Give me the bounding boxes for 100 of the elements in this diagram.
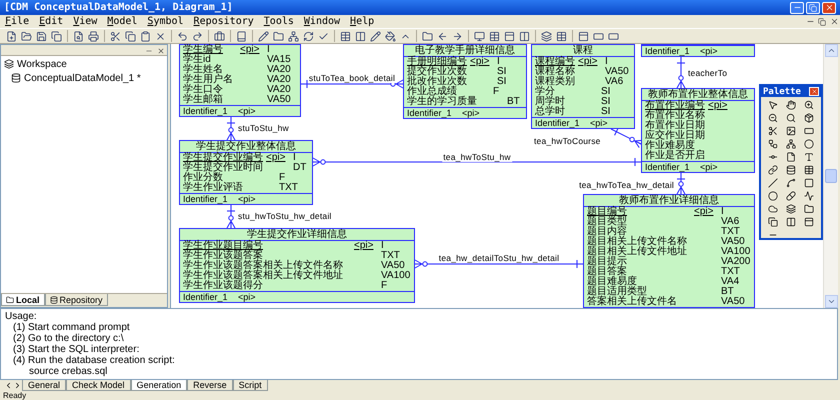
output-line: (1) Start command prompt [12,322,130,333]
attribute-name: 学生编号 [183,45,224,55]
identifier-label: Identifier_1 <pi> [180,105,300,116]
entity-box [531,44,635,129]
status-text: Ready [3,391,26,400]
attribute-name: 题目相关上传文件名称 [587,237,688,247]
primary-key-marker: <pi> [578,57,598,67]
edge-label: teacherTo [687,68,728,78]
data-type: VA20 [267,75,292,85]
identifier-label: Identifier_1 <pi> [180,193,312,204]
primary-key-marker: <pi> [240,45,260,55]
output-line: source crebas.sql [28,366,108,377]
entity-title: 电子教学手册详细信息 [404,45,526,57]
edge-label: stuToTea_book_detail [308,73,396,83]
attribute-name: 题目提示 [587,257,628,267]
attribute-name: 题目难易度 [587,277,637,287]
attribute-name: 作业是否开启 [645,151,705,161]
attribute-name: 学生作业题目编号 [183,241,264,251]
data-type: F [279,173,286,183]
attribute-name: 答案相关上传文件名 [587,297,678,307]
panel-tab: Local [1,294,45,306]
attribute-name: 应交作业日期 [645,131,705,141]
entity-title: 教师布置作业详细信息 [584,195,754,207]
attribute-name: 批改作业次数 [407,77,467,87]
data-type: BT [721,287,735,297]
attribute-name: 布置作业日期 [645,121,705,131]
data-type: VA50 [721,237,746,247]
relationship-line [414,260,584,268]
relationship-line [300,80,404,88]
data-type: VA20 [267,85,292,95]
menu-item: Edit [38,16,64,28]
menu-item: Tools [262,16,295,28]
entity-title: 课程 [532,45,634,57]
entity-box [179,140,313,205]
edge-label: stuToStu_hw [237,123,290,133]
data-type: VA200 [721,257,751,267]
attribute-name: 学生作业该题答案 [183,251,263,261]
attribute-name: 布置作业名称 [645,111,705,121]
entity-box [179,228,415,303]
attribute-name: 总学时 [535,107,566,117]
attribute-name: 课程编号 [535,57,575,67]
attribute-name: 题目相关上传文件地址 [587,247,688,257]
output-line: (4) Run the database creation script: [12,355,175,366]
identifier-label: Identifier_1 <pi> [642,45,754,56]
attribute-name: 学生作业该题答案相关上传文件地址 [183,271,344,281]
panel-tab: Repository [44,294,108,306]
entity-box [179,44,301,117]
data-type: VA4 [721,277,740,287]
relationship-line [312,158,642,166]
identifier-label: Identifier_1 <pi> [180,291,414,302]
relationship-line [610,128,644,148]
edge-label: tea_hwToCourse [533,136,602,146]
attribute-name: 学生提交作业时间 [183,163,263,173]
data-type: I [381,241,385,251]
data-type: TXT [721,267,741,277]
attribute-name: 作业分数 [183,173,223,183]
edge-label: stu_hwToStu_hw_detail [237,211,333,221]
tree-item: ConceptualDataModel_1 * [24,72,141,84]
relationship-line [226,116,236,140]
attribute-name: 题目适用类型 [587,287,647,297]
data-type: F [493,87,500,97]
attribute-name: 学生的学习质量 [407,97,477,107]
data-type: VA100 [721,247,751,257]
attribute-name: 学生姓名 [183,65,223,75]
identifier-label: Identifier_1 <pi> [404,107,526,118]
attribute-name: 学生作业该题得分 [183,281,264,291]
output-tab: General [22,380,66,391]
data-type: I [605,57,609,67]
data-type: SI [601,87,612,97]
data-type: I [267,45,271,55]
attribute-name: 题目类型 [587,217,628,227]
data-type: I [497,57,501,67]
menu-item: View [72,16,98,28]
entity-title: 学生提交作业详细信息 [180,229,414,241]
data-type: VA50 [381,261,406,271]
data-type: VA6 [605,77,624,87]
attribute-name: 学生作业该题答案相关上传文件名称 [183,261,344,271]
attribute-name: 作业总成绩 [407,87,458,97]
data-type: VA50 [721,297,746,307]
data-type: SI [497,77,508,87]
tree-item: Workspace [17,58,67,70]
output-line: (2) Go to the directory c:\ [12,333,124,344]
data-type: DT [293,163,308,173]
entity-box [583,194,755,308]
attribute-name: 题目内容 [587,227,627,237]
data-type: VA20 [267,65,292,75]
entity-box [403,44,527,119]
output-tab: Reverse [187,380,233,391]
data-type: SI [601,97,612,107]
palette-title: Palette [763,86,802,96]
window-title: [CDM ConceptualDataModel_1, Diagram_1] [4,2,234,13]
relationship-line [676,56,686,88]
data-type: TXT [279,183,299,193]
attribute-name: 学分 [535,87,556,97]
attribute-name: 布置作业编号 [645,101,705,111]
data-type: F [381,281,388,291]
data-type: I [721,207,725,217]
output-tab: Generation [130,380,188,391]
data-type: VA50 [605,67,630,77]
primary-key-marker: <pi> [266,153,286,163]
